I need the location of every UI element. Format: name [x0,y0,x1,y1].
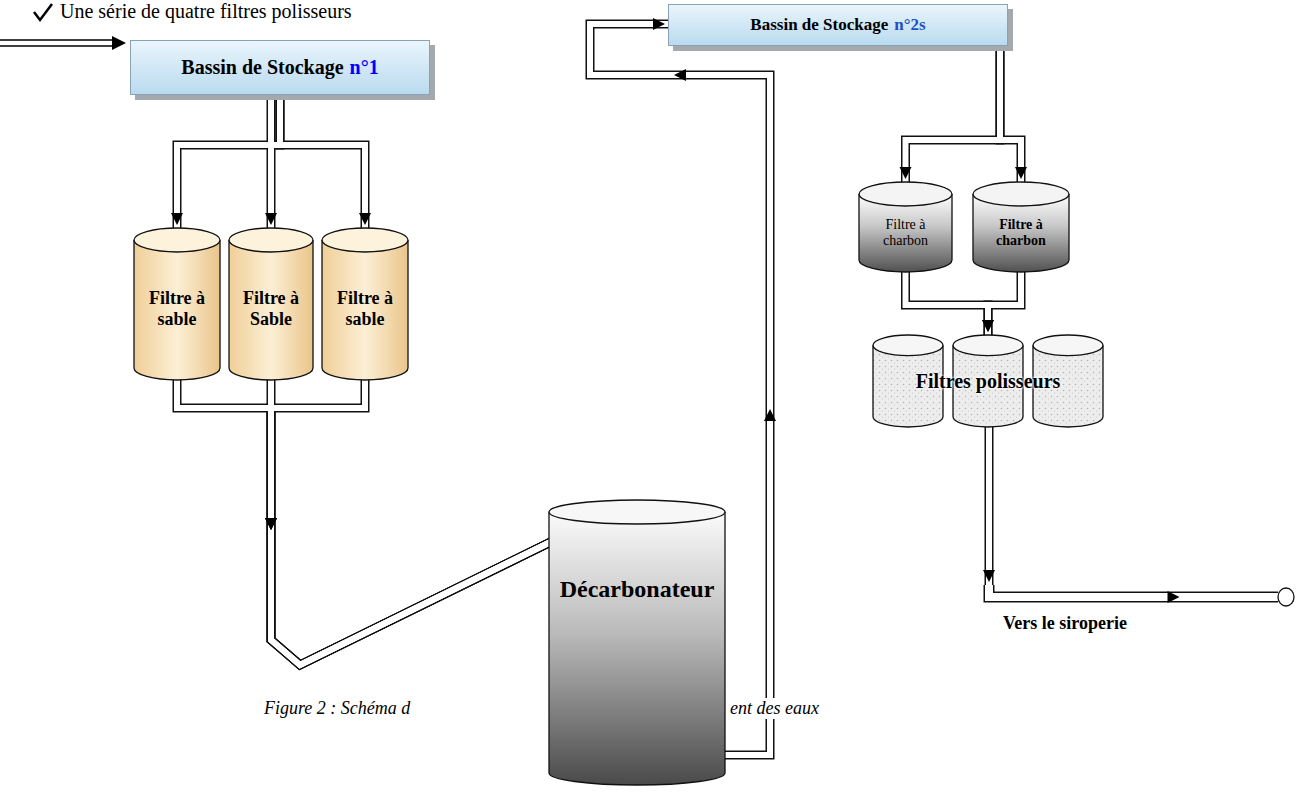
pipe-connector-inner [1000,46,1021,182]
bullet-check [34,4,52,20]
flow-arrow [265,213,277,225]
outlet-pipe [989,585,1278,597]
node-label: Bassin de Stockage [181,56,343,79]
pipe-connector-inner [986,427,992,585]
node-label: Bassin de Stockage [750,15,888,35]
text-area: Filtre à Sable [228,250,314,368]
text-area: Filtres polisseurs [872,347,1104,415]
flow-arrow [359,213,371,225]
outlet-pipe-inner [989,585,1278,597]
node-label: Décarbonateur [560,576,715,604]
sand-filter-top [134,228,220,252]
text-area: Filtre à charbon [858,204,953,262]
node-shape [548,500,726,785]
list-item-text: Une série de quatre filtres polisseurs [58,0,354,23]
storage-basin: Bassin de Stockage n°2s [668,4,1008,46]
basin-number: n°1 [350,56,379,79]
filter-tank: Filtre à Sable [228,228,314,380]
flow-arrow [1015,167,1027,179]
filter-tank: Filtre à sable [133,228,221,380]
polishing-filter-top [873,335,943,356]
carbon-filter-top [973,182,1069,206]
pipe-connector [280,95,365,228]
filter-tank: Filtre à sable [321,228,409,380]
flow-arrow [982,320,994,332]
polishing-filter-top [953,335,1023,356]
inlet-arrow [112,36,126,50]
carbon-filter-top [859,182,952,206]
storage-basin: Bassin de Stockage n°1 [130,40,430,95]
filter-tank: Filtres polisseurs [872,335,1104,427]
decarbonator-top [549,500,725,524]
pipe-connector-inner [988,272,1021,335]
sand-filter-top [229,228,313,252]
node-label: Vers le siroperie [1003,613,1127,634]
text-area: Décarbonateur [548,540,726,640]
text-area: Filtre à charbon [972,204,1070,262]
text-area: Filtre à sable [133,250,221,368]
pipe-end [1278,588,1294,606]
sand-filter-top [322,228,408,252]
filter-tank: Filtre à charbon [858,182,953,272]
pipe-connector-inner [280,95,365,228]
decarbonator-body [549,512,725,785]
node-label: Filtre à charbon [862,217,949,249]
pipe-connector [906,272,989,335]
text-area: Bassin de Stockage n°2s [669,5,1007,45]
flow-arrow [764,409,776,421]
filter-tank: Filtre à charbon [972,182,1070,272]
outlet: Vers le siroperie [975,585,1300,649]
figure-caption: ent des eaux [728,698,821,719]
sand-filter-body [229,240,313,380]
node-label: Filtre à charbon [976,217,1066,249]
node-label: Filtre à sable [321,288,409,329]
sand-filter-body [322,240,408,380]
arrow-layer [171,18,1027,582]
text-area: Filtre à sable [321,250,409,368]
pipe-connector-inner [906,46,1001,182]
flow-arrow [674,69,686,81]
pipe-connector-inner [906,272,989,335]
filter-tank: Décarbonateur [548,500,726,785]
pipe-connector [988,272,1021,335]
basin-number: n°2s [894,15,925,35]
pipe-connector [1000,46,1021,182]
flow-arrow [653,18,665,30]
pipe-connector [267,95,276,228]
flow-arrow [265,518,277,530]
pipe-connector-inner [177,95,280,228]
node-label: Filtre à sable [133,288,221,329]
pipe-connector [906,46,1001,182]
pipe-connector-inner [268,95,274,228]
flow-arrow [900,167,912,179]
node-label: Filtre à Sable [228,288,314,329]
flow-arrow [1168,591,1180,603]
flow-arrow [983,570,995,582]
sand-filter-body [134,240,220,380]
flow-arrow [265,518,277,530]
pipe-connector [985,427,994,585]
polishing-filter-top [1033,335,1103,356]
pipe-connector [177,95,280,228]
inlet-pipe [0,40,112,46]
flow-arrow [265,518,277,530]
text-area: Vers le siroperie [1003,613,1127,634]
text-area: Bassin de Stockage n°1 [131,41,429,94]
flow-arrow [171,213,183,225]
figure-caption: Figure 2 : Schéma d [262,698,412,719]
node-label: Filtres polisseurs [916,370,1061,393]
flow-arrow [982,320,994,332]
